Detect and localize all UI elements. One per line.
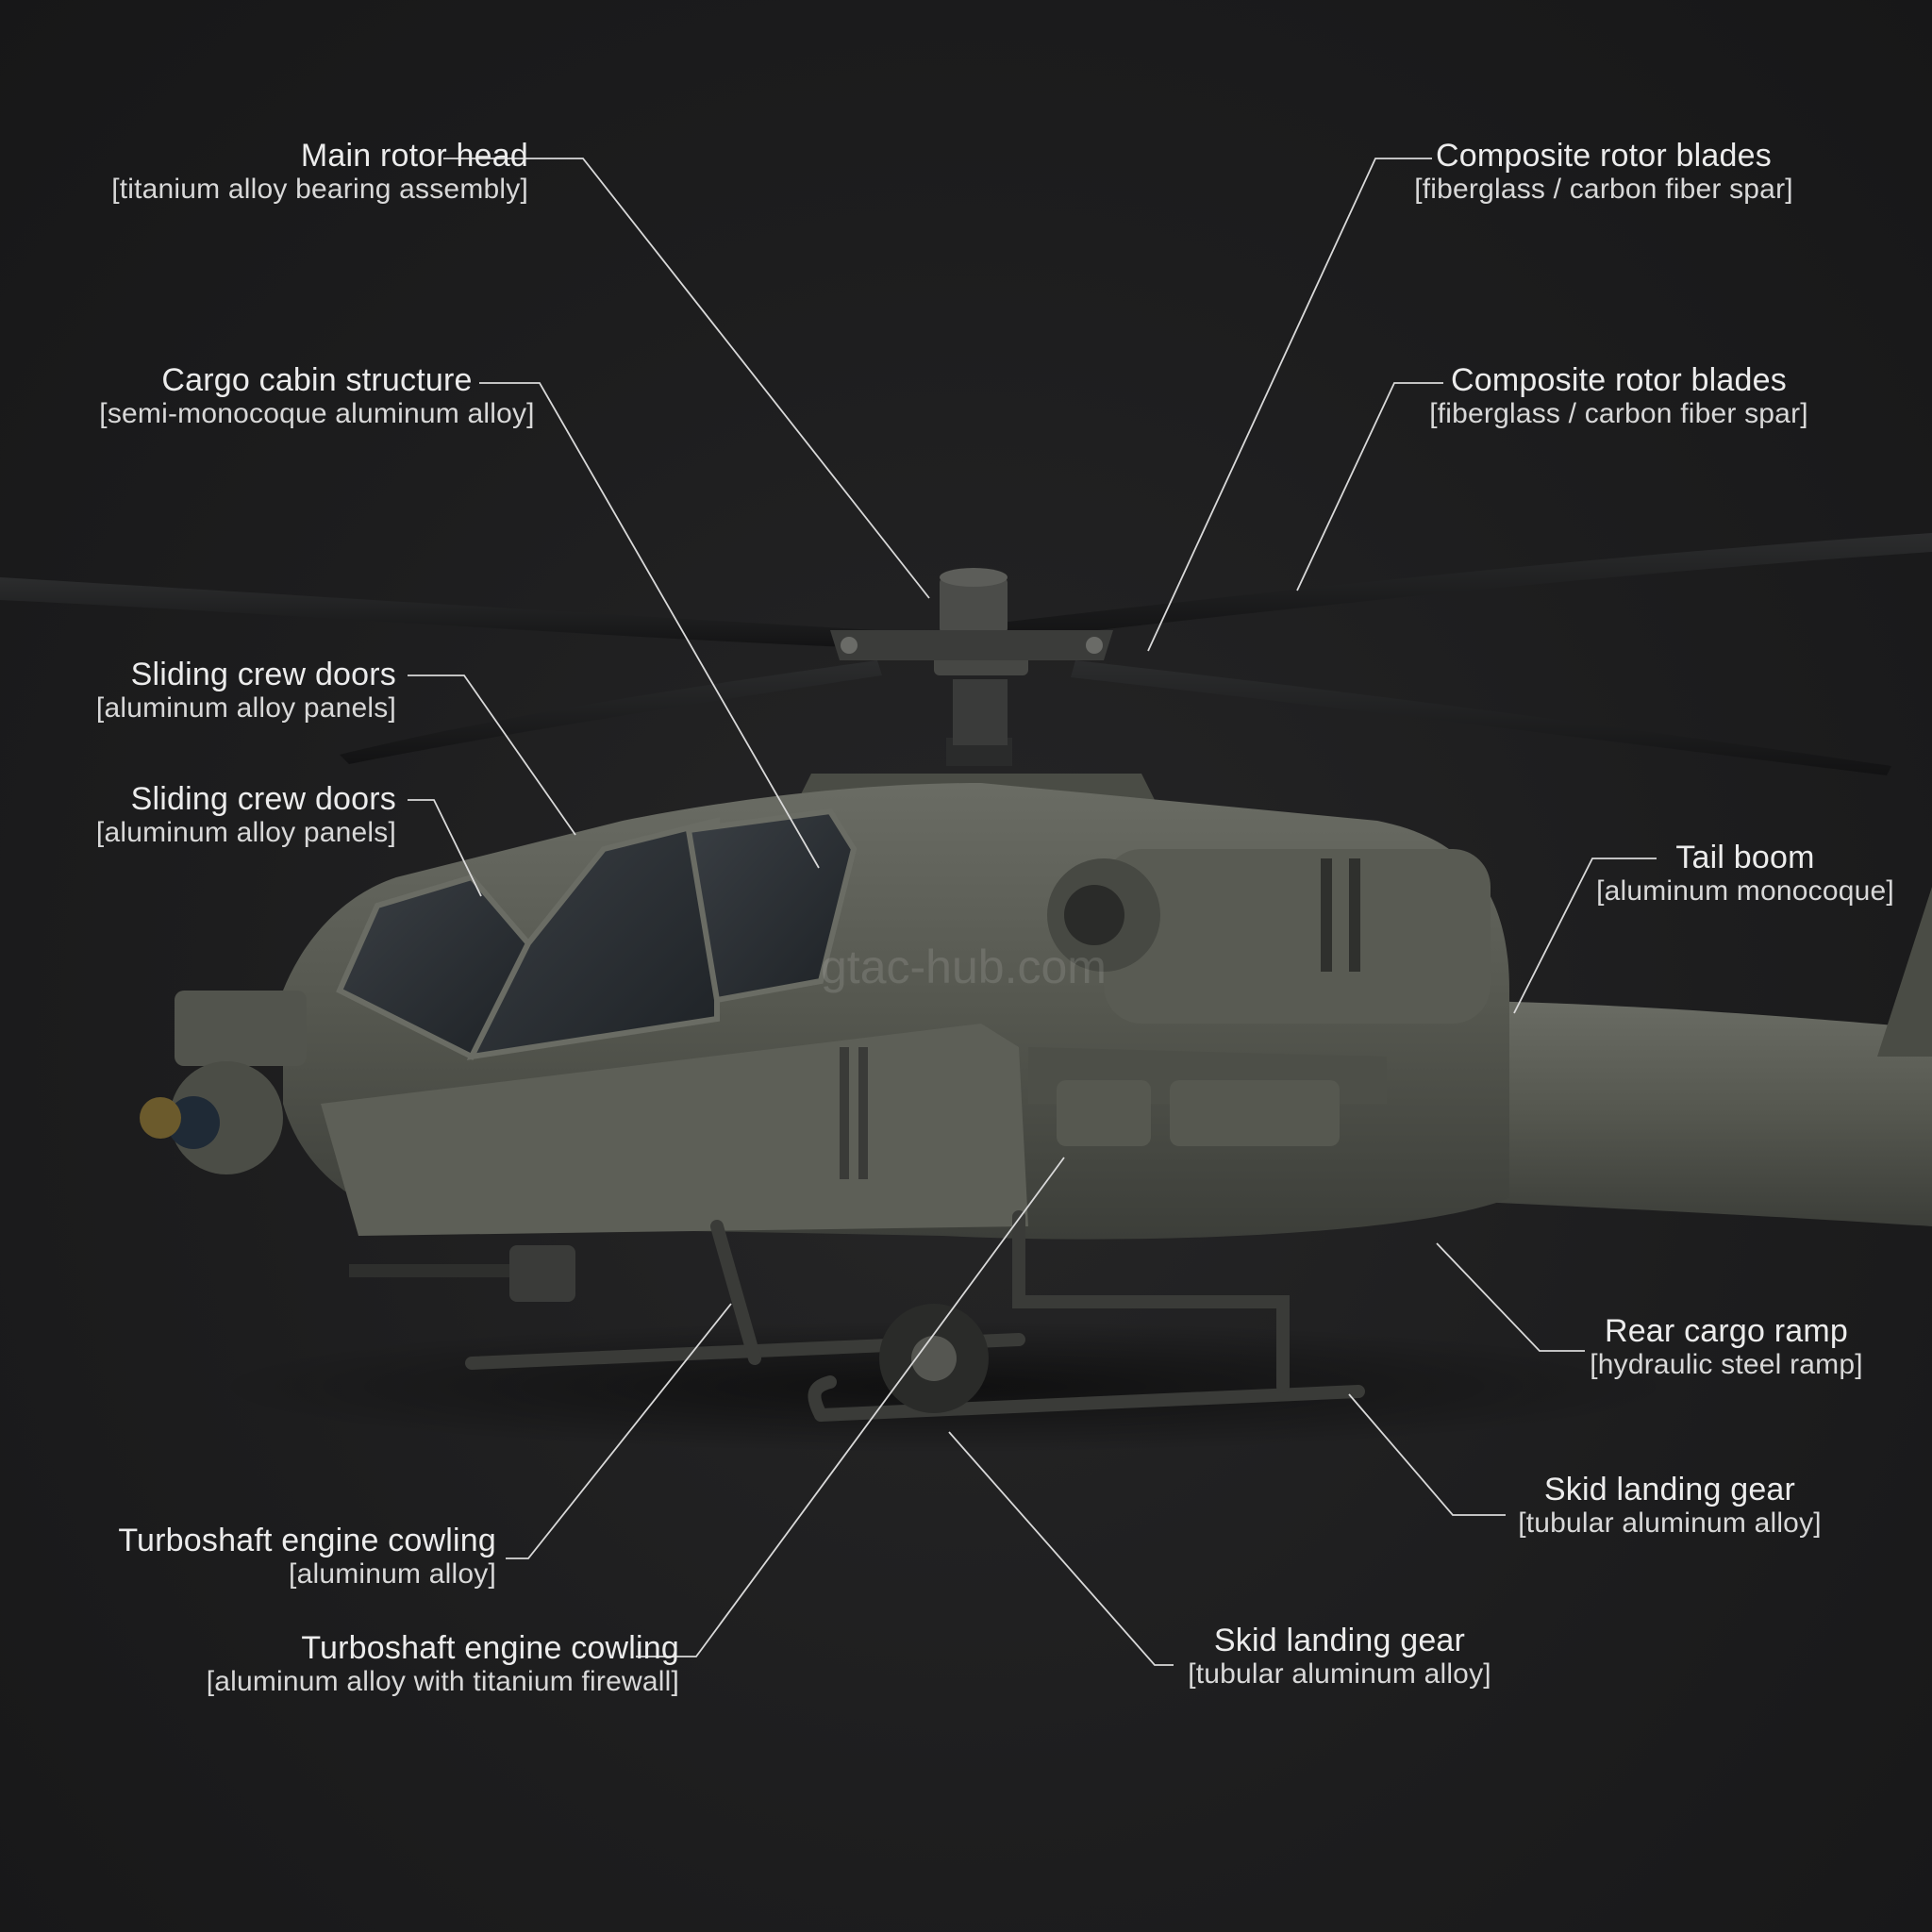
callout-turboshaft-engine-cowling-1: Turboshaft engine cowling [aluminum allo… — [85, 1523, 496, 1591]
callout-skid-landing-gear-1: Skid landing gear [tubular aluminum allo… — [1500, 1472, 1840, 1540]
callout-material: [tubular aluminum alloy] — [1188, 1658, 1491, 1690]
rotor-head — [830, 568, 1113, 766]
engine-nacelle — [1047, 849, 1491, 1024]
leader-line-cargo-cabin-structure — [479, 382, 820, 869]
callout-material: [aluminum monocoque] — [1596, 875, 1894, 908]
callout-material: [fiberglass / carbon fiber spar] — [1429, 398, 1808, 430]
callout-sliding-crew-doors-1: Sliding crew doors [aluminum alloy panel… — [94, 657, 396, 724]
callout-name: Turboshaft engine cowling — [301, 1630, 679, 1666]
callout-name: Turboshaft engine cowling — [118, 1523, 496, 1558]
leader-line-sliding-crew-doors-2 — [408, 799, 482, 897]
callout-name: Skid landing gear — [1543, 1472, 1796, 1507]
callout-material: [tubular aluminum alloy] — [1518, 1507, 1822, 1540]
callout-name: Skid landing gear — [1213, 1623, 1466, 1658]
callout-name: Sliding crew doors — [130, 657, 396, 692]
nose-sensor-turret — [140, 991, 307, 1174]
callout-material: [semi-monocoque aluminum alloy] — [99, 398, 535, 430]
callout-material: [aluminum alloy with titanium firewall] — [206, 1666, 679, 1698]
leader-line-skid-landing-gear-1 — [1348, 1393, 1506, 1516]
leader-line-turboshaft-engine-cowling-1 — [506, 1303, 732, 1559]
main-rotor-blades — [0, 533, 1932, 775]
tail-boom — [1396, 1000, 1932, 1226]
leader-line-sliding-crew-doors-1 — [408, 675, 576, 836]
cockpit-canopy — [336, 808, 858, 1061]
callout-composite-rotor-blades-1: Composite rotor blades [fiberglass / car… — [1396, 138, 1811, 206]
callout-rear-cargo-ramp: Rear cargo ramp [hydraulic steel ramp] — [1566, 1313, 1887, 1381]
callout-name: Cargo cabin structure — [161, 362, 473, 398]
callout-turboshaft-engine-cowling-2: Turboshaft engine cowling [aluminum allo… — [142, 1630, 679, 1698]
leader-line-skid-landing-gear-2 — [948, 1431, 1174, 1666]
callout-material: [titanium alloy bearing assembly] — [111, 174, 528, 206]
callout-tail-boom: Tail boom [aluminum monocoque] — [1585, 840, 1906, 908]
leader-line-tail-boom — [1513, 858, 1657, 1014]
leader-lines — [408, 158, 1657, 1666]
callout-material: [fiberglass / carbon fiber spar] — [1414, 174, 1793, 206]
callout-name: Composite rotor blades — [1436, 138, 1772, 174]
callout-material: [aluminum alloy panels] — [95, 817, 396, 849]
callout-name: Rear cargo ramp — [1604, 1313, 1849, 1349]
callout-name: Composite rotor blades — [1451, 362, 1787, 398]
callout-material: [aluminum alloy panels] — [95, 692, 396, 724]
callout-composite-rotor-blades-2: Composite rotor blades [fiberglass / car… — [1411, 362, 1826, 430]
callout-cargo-cabin-structure: Cargo cabin structure [semi-monocoque al… — [91, 362, 543, 430]
callout-main-rotor-head: Main rotor head [titanium alloy bearing … — [94, 138, 528, 206]
callout-name: Main rotor head — [300, 138, 528, 174]
callout-skid-landing-gear-2: Skid landing gear [tubular aluminum allo… — [1170, 1623, 1509, 1690]
callout-name: Sliding crew doors — [130, 781, 396, 817]
leader-line-turboshaft-engine-cowling-2 — [636, 1157, 1065, 1657]
leader-line-composite-rotor-blades-1 — [1147, 158, 1432, 652]
leader-line-composite-rotor-blades-2 — [1296, 382, 1443, 591]
callout-material: [aluminum alloy] — [289, 1558, 496, 1591]
leader-line-rear-cargo-ramp — [1436, 1242, 1585, 1352]
chin-gun — [349, 1264, 547, 1277]
callout-name: Tail boom — [1675, 840, 1815, 875]
callout-sliding-crew-doors-2: Sliding crew doors [aluminum alloy panel… — [94, 781, 396, 849]
watermark: gtac-hub.com — [821, 941, 1107, 993]
leader-line-main-rotor-head — [443, 158, 930, 599]
callout-material: [hydraulic steel ramp] — [1590, 1349, 1863, 1381]
